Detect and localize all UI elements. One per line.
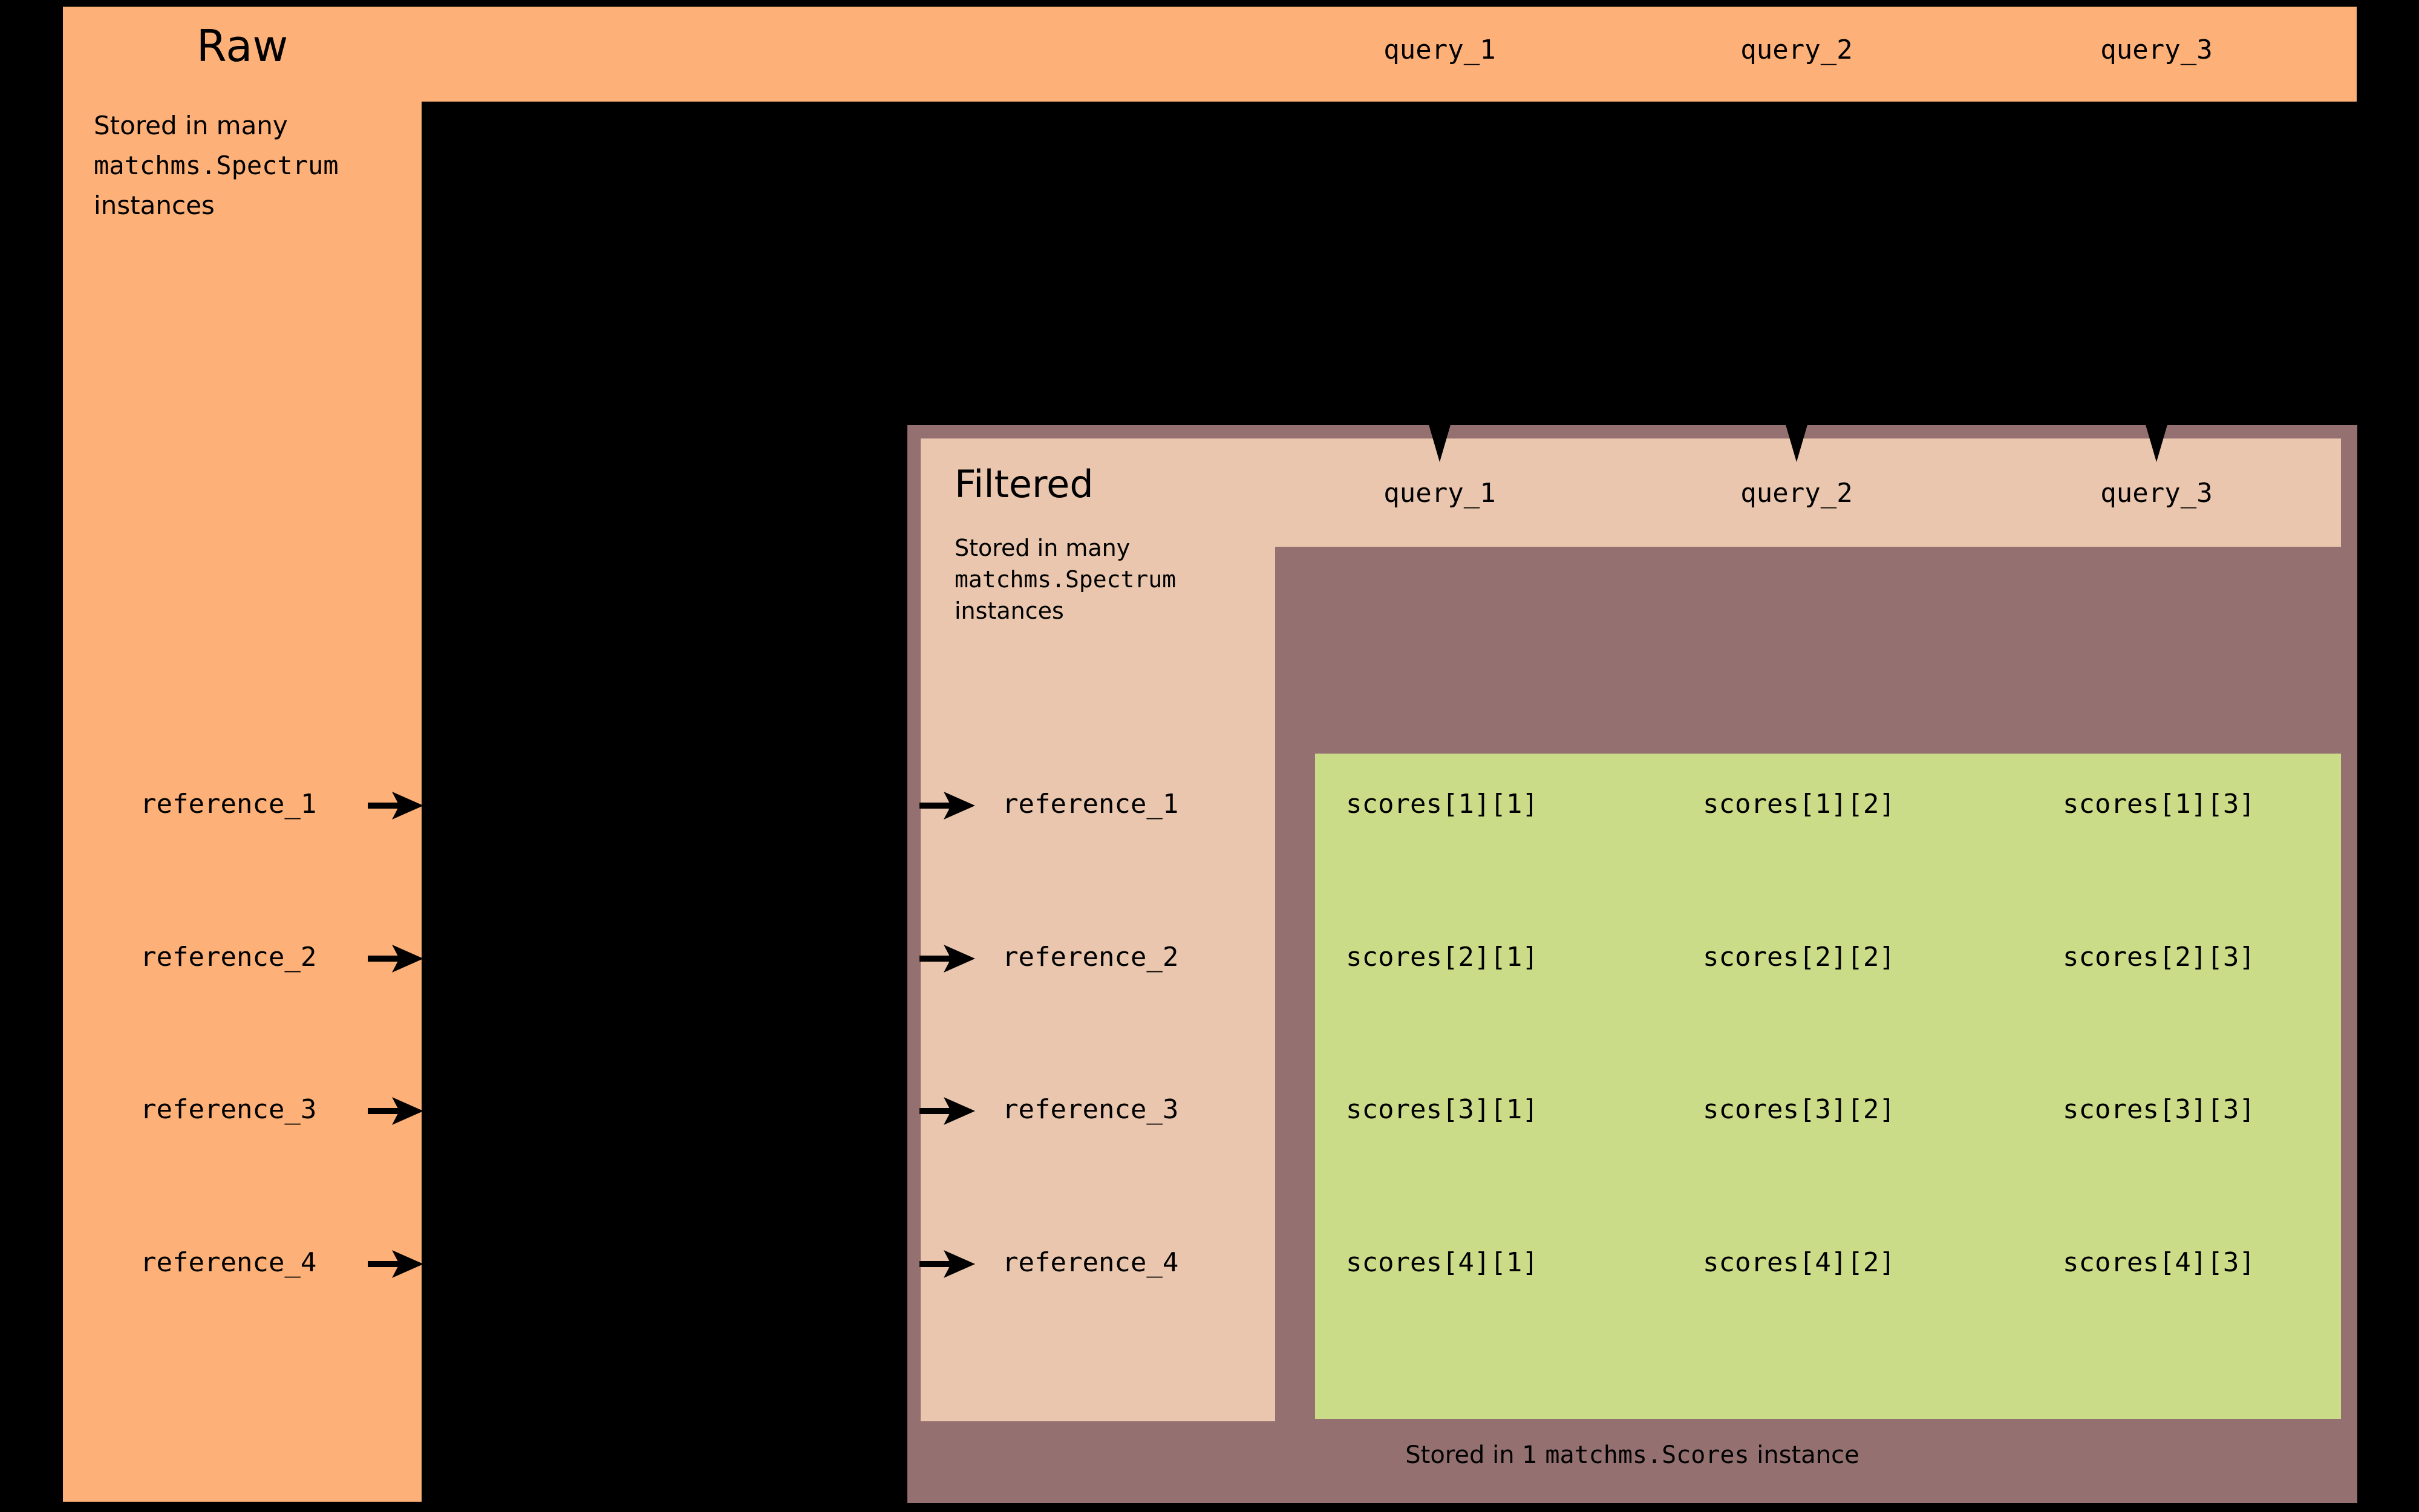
score-cell-1-1: scores[1][1] bbox=[1346, 789, 1538, 820]
scores-storage-caption: Stored in 1 matchms.Scores instance bbox=[907, 1441, 2357, 1469]
filtered-subtitle-line-1: Stored in many bbox=[955, 535, 1131, 561]
query-flow-arrow-1 bbox=[1426, 102, 1454, 464]
score-cell-2-2: scores[2][2] bbox=[1703, 942, 1895, 973]
raw-reference-arrow-1 bbox=[368, 790, 423, 821]
raw-reference-label-2: reference_2 bbox=[140, 942, 317, 973]
query-flow-arrow-3 bbox=[2143, 102, 2170, 464]
top-query-label-3: query_3 bbox=[2100, 34, 2213, 65]
filtered-reference-arrow-2 bbox=[919, 943, 975, 974]
score-cell-4-3: scores[4][3] bbox=[2063, 1247, 2255, 1278]
raw-subtitle: Stored in many matchms.Spectrum instance… bbox=[94, 106, 408, 226]
raw-reference-label-3: reference_3 bbox=[140, 1094, 317, 1125]
filtered-title: Filtered bbox=[955, 462, 1094, 506]
score-cell-3-1: scores[3][1] bbox=[1346, 1094, 1538, 1125]
scores-matrix-panel bbox=[1315, 754, 2341, 1419]
down-arrow-icon bbox=[2144, 102, 2169, 462]
score-cell-3-2: scores[3][2] bbox=[1703, 1094, 1895, 1125]
score-cell-1-3: scores[1][3] bbox=[2063, 789, 2255, 820]
right-arrow-icon bbox=[919, 1097, 975, 1125]
raw-title: Raw bbox=[196, 21, 289, 71]
raw-reference-label-4: reference_4 bbox=[140, 1247, 317, 1278]
score-cell-2-3: scores[2][3] bbox=[2063, 942, 2255, 973]
score-cell-1-2: scores[1][2] bbox=[1703, 789, 1895, 820]
filtered-reference-label-3: reference_3 bbox=[1002, 1094, 1179, 1125]
caption-class-name: matchms.Scores bbox=[1545, 1441, 1749, 1469]
top-query-label-2: query_2 bbox=[1740, 34, 1853, 65]
right-arrow-icon bbox=[919, 792, 975, 820]
filtered-reference-arrow-4 bbox=[919, 1248, 975, 1280]
score-cell-3-3: scores[3][3] bbox=[2063, 1094, 2255, 1125]
down-arrow-icon bbox=[1427, 102, 1452, 462]
filtered-subtitle: Stored in many matchms.Spectrum instance… bbox=[955, 532, 1257, 627]
raw-reference-arrow-4 bbox=[368, 1248, 423, 1280]
raw-column-panel bbox=[63, 7, 422, 1502]
raw-reference-arrow-3 bbox=[368, 1095, 423, 1127]
query-flow-arrow-2 bbox=[1783, 102, 1810, 464]
filtered-subtitle-line-3: instances bbox=[955, 598, 1064, 624]
raw-header-bar bbox=[63, 7, 2357, 102]
top-query-label-1: query_1 bbox=[1383, 34, 1496, 65]
filtered-reference-arrow-1 bbox=[919, 790, 975, 821]
caption-suffix: instance bbox=[1749, 1441, 1859, 1469]
filtered-reference-arrow-3 bbox=[919, 1095, 975, 1127]
score-cell-4-1: scores[4][1] bbox=[1346, 1247, 1538, 1278]
right-arrow-icon bbox=[368, 1250, 423, 1278]
right-arrow-icon bbox=[919, 945, 975, 973]
filtered-subtitle-class-name: matchms.Spectrum bbox=[955, 566, 1177, 593]
filtered-query-label-3: query_3 bbox=[2100, 478, 2213, 509]
score-cell-2-1: scores[2][1] bbox=[1346, 942, 1538, 973]
right-arrow-icon bbox=[368, 792, 423, 820]
filtered-column-panel bbox=[921, 438, 1275, 1421]
filtered-reference-label-1: reference_1 bbox=[1002, 789, 1179, 820]
raw-reference-label-1: reference_1 bbox=[140, 789, 317, 820]
raw-subtitle-line-3: instances bbox=[94, 191, 215, 220]
right-arrow-icon bbox=[368, 945, 423, 973]
caption-prefix: Stored in 1 bbox=[1405, 1441, 1546, 1469]
down-arrow-icon bbox=[1784, 102, 1809, 462]
filtered-reference-label-2: reference_2 bbox=[1002, 942, 1179, 973]
right-arrow-icon bbox=[368, 1097, 423, 1125]
filtered-query-label-2: query_2 bbox=[1740, 478, 1853, 509]
right-arrow-icon bbox=[919, 1250, 975, 1278]
raw-reference-arrow-2 bbox=[368, 943, 423, 974]
raw-subtitle-line-1: Stored in many bbox=[94, 111, 288, 140]
filtered-reference-label-4: reference_4 bbox=[1002, 1247, 1179, 1278]
raw-subtitle-class-name: matchms.Spectrum bbox=[94, 151, 339, 180]
filtered-query-label-1: query_1 bbox=[1383, 478, 1496, 509]
score-cell-4-2: scores[4][2] bbox=[1703, 1247, 1895, 1278]
